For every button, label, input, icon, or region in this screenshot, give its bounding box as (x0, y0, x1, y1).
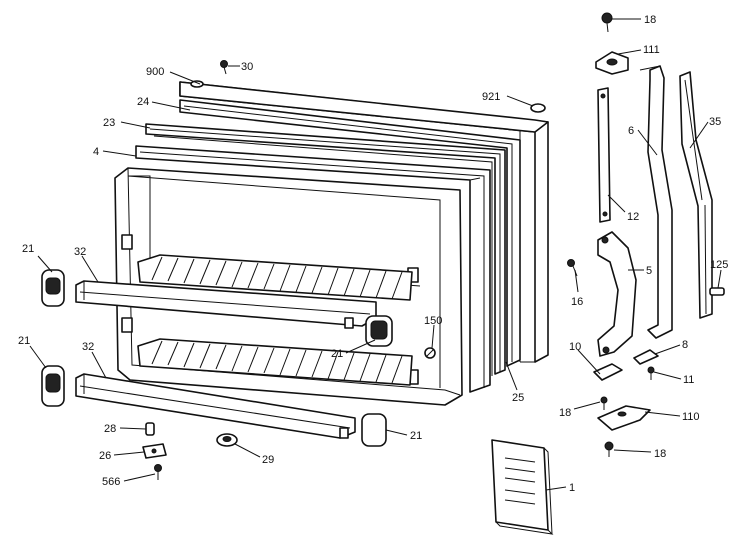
callout-label: 35 (709, 116, 721, 128)
screw-18-mid (600, 396, 608, 410)
screw-30 (220, 60, 228, 75)
callout-label: 111 (643, 44, 660, 56)
end-cap-lower-right (361, 413, 387, 447)
callout-label: 23 (103, 117, 115, 129)
trim-6 (639, 65, 673, 339)
screw-18-top (601, 12, 613, 33)
callout-label: 18 (654, 448, 666, 460)
callout-label: 110 (682, 411, 700, 423)
callout-label: 5 (646, 265, 652, 277)
upper-shelf-ribs (137, 254, 413, 301)
callout-label: 26 (99, 450, 111, 462)
callout-label: 125 (710, 259, 728, 271)
callout-label: 150 (424, 315, 442, 327)
outer-door-panel (179, 80, 549, 363)
instruction-booklet (491, 439, 554, 535)
inner-liner-frame (145, 123, 506, 376)
trim-35 (679, 71, 713, 319)
callout-labels: 18 111 900 30 921 35 24 6 23 4 12 21 32 … (18, 14, 728, 494)
callout-label: 900 (146, 66, 164, 78)
bushing-111 (595, 51, 629, 75)
plug-29 (216, 433, 238, 447)
callout-label: 30 (241, 61, 253, 73)
lower-shelf-bar (75, 373, 356, 439)
lower-shelf-ribs (137, 338, 413, 386)
clip-150 (424, 347, 436, 359)
screw-566 (154, 464, 162, 480)
screw-28 (145, 422, 155, 436)
callout-label: 11 (683, 374, 694, 386)
hinge-plate-26 (142, 443, 167, 459)
callout-label: 29 (262, 454, 274, 466)
bracket-10 (593, 363, 623, 381)
callout-label: 16 (571, 296, 583, 308)
door-gasket (179, 99, 521, 367)
callout-label: 10 (569, 341, 581, 353)
screw-18-bottom (604, 441, 614, 457)
callout-label: 12 (627, 211, 639, 223)
callout-label: 6 (628, 125, 634, 137)
callout-label: 921 (482, 91, 500, 103)
callout-label: 18 (644, 14, 656, 26)
screw-11 (647, 366, 655, 380)
leader-lines (29, 18, 722, 491)
end-cap-lower-left (41, 365, 65, 407)
door-liner (135, 145, 491, 393)
callout-label: 21 (331, 348, 343, 360)
callout-label: 18 (559, 407, 571, 419)
callout-label: 1 (569, 482, 575, 494)
callout-label: 4 (93, 146, 99, 158)
hinge-bracket-5 (597, 231, 637, 357)
end-cap-upper-right (365, 315, 393, 347)
end-cap-upper-left (41, 269, 65, 307)
hinge-110 (597, 405, 651, 431)
strap-12 (597, 87, 611, 223)
callout-label: 566 (102, 476, 120, 488)
callout-label: 21 (410, 430, 422, 442)
callout-label: 21 (22, 243, 34, 255)
callout-label: 24 (137, 96, 149, 108)
pin-125 (709, 287, 725, 296)
stop-8 (633, 349, 659, 365)
callout-label: 21 (18, 335, 30, 347)
callout-label: 32 (74, 246, 86, 258)
callout-label: 28 (104, 423, 116, 435)
callout-label: 8 (682, 339, 688, 351)
callout-label: 32 (82, 341, 94, 353)
callout-label: 25 (512, 392, 524, 404)
